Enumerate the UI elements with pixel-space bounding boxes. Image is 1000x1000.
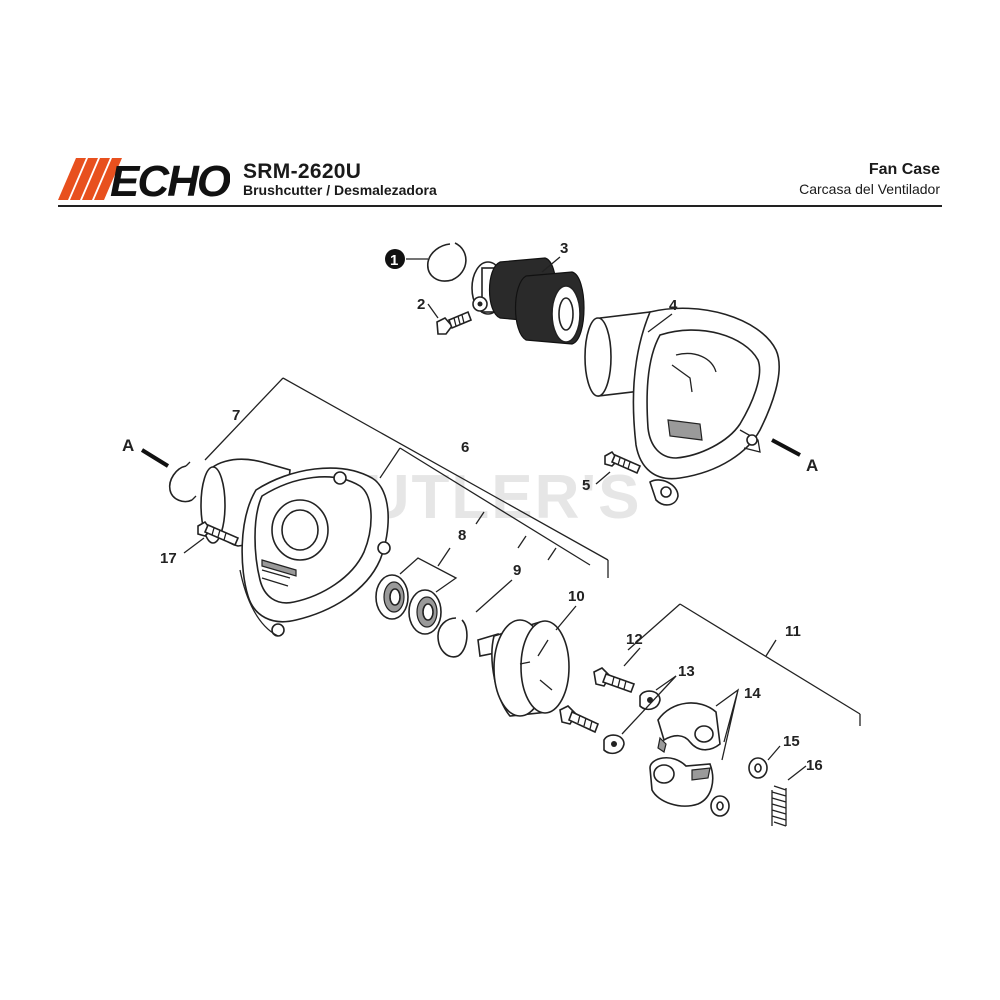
label-3: 3 xyxy=(560,240,568,257)
part-7-snap-ring xyxy=(168,461,197,503)
label-6: 6 xyxy=(461,439,469,456)
logo-text: ECHO xyxy=(110,158,230,200)
label-14: 14 xyxy=(744,685,761,702)
label-2: 2 xyxy=(417,296,425,313)
leader-15 xyxy=(767,745,781,761)
part-6-clutch-case xyxy=(200,458,391,637)
part-12-bolt-a xyxy=(593,667,636,694)
part-8-bearing-a xyxy=(375,574,409,620)
part-14-clutch-shoe-b xyxy=(649,757,714,807)
leader-10 xyxy=(555,605,577,631)
label-16: 16 xyxy=(806,757,823,774)
label-10: 10 xyxy=(568,588,585,605)
part-15-washer-b xyxy=(710,795,730,817)
leader-14 xyxy=(715,688,740,761)
page-subtitle: Carcasa del Ventilador xyxy=(799,181,940,197)
part-10-clutch-drum xyxy=(477,619,570,717)
label-4: 4 xyxy=(669,297,678,314)
part-5-bolt xyxy=(604,450,679,506)
label-9: 9 xyxy=(513,562,521,579)
label-13: 13 xyxy=(678,663,695,680)
ref-a-right-label: A xyxy=(806,456,818,475)
leader-12 xyxy=(623,647,641,667)
leader-2 xyxy=(427,303,439,319)
part-13-washer-a xyxy=(639,690,661,711)
part-4-fan-case xyxy=(584,307,780,480)
leader-13-b xyxy=(621,675,677,735)
part-13-washer-b xyxy=(603,734,625,755)
ref-a-right-arrow xyxy=(771,438,801,457)
label-8: 8 xyxy=(458,527,466,544)
logo-stripes xyxy=(58,158,122,200)
header-divider xyxy=(58,205,942,207)
label-12: 12 xyxy=(626,631,643,648)
part-2-bolt xyxy=(436,310,473,335)
part-15-washer-a xyxy=(748,757,768,779)
part-1-marker xyxy=(385,249,405,269)
echo-logo: ECHO xyxy=(58,158,230,200)
ref-a-left-arrow xyxy=(140,448,170,468)
bracket-6 xyxy=(379,447,591,566)
label-11: 11 xyxy=(785,623,801,640)
ref-a-left-label: A xyxy=(122,436,134,455)
part-14-clutch-shoe-a xyxy=(657,702,721,753)
product-name: Brushcutter / Desmalezadora xyxy=(243,182,437,198)
part-17-bolt xyxy=(197,520,240,547)
part-9-circlip xyxy=(437,617,468,658)
leader-13 xyxy=(655,675,677,691)
leader-8 xyxy=(399,557,458,593)
bracket-7 xyxy=(204,377,609,578)
part-16-spring xyxy=(771,785,787,827)
leader-4 xyxy=(647,313,673,333)
leader-8-stem xyxy=(437,547,451,567)
label-5: 5 xyxy=(582,477,590,494)
part-1-circlip xyxy=(427,242,467,282)
leader-9 xyxy=(475,579,513,613)
leader-5 xyxy=(595,471,611,485)
part-8-bearing-b xyxy=(408,589,442,635)
page-title: Fan Case xyxy=(868,161,940,178)
model-number: SRM-2620U xyxy=(243,160,362,183)
part-12-bolt-b xyxy=(559,705,600,734)
leader-16 xyxy=(787,765,807,781)
leader-17 xyxy=(183,537,205,554)
label-1: 1 xyxy=(390,252,398,269)
bracket-11 xyxy=(627,603,861,726)
label-15: 15 xyxy=(783,733,800,750)
label-7: 7 xyxy=(232,407,240,424)
label-17: 17 xyxy=(160,550,177,567)
part-3-holder xyxy=(471,257,585,345)
leader-3 xyxy=(541,256,561,273)
